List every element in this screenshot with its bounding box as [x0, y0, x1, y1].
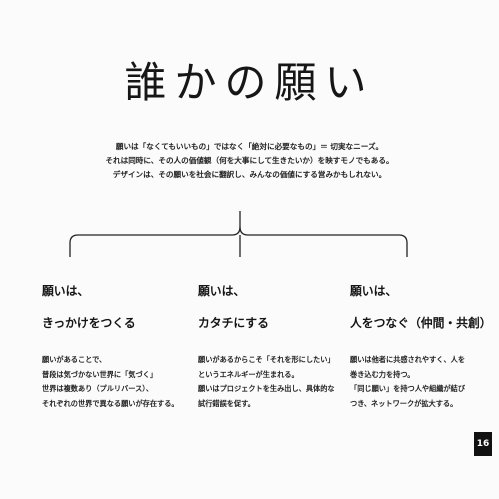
column-body-line: 世界は複数あり（プルリバース）、: [42, 384, 154, 393]
column-body-line: それぞれの世界で異なる願いが存在する。: [42, 398, 179, 408]
column-trigger: 願いは、 きっかけをつくる 願いがあることで、 普段は気づかない世界に「気づく」…: [42, 275, 192, 408]
page-title: 誰かの願い: [124, 58, 375, 107]
intro-text: 願いは「なくてもいいもの」ではなく「絶対に必要なもの」＝ 切実なニーズ。 それは…: [0, 140, 499, 182]
column-body-line: 願いがあることで、: [42, 355, 107, 364]
column-connect: 願いは、 人をつなぐ（仲間・共創） 願いは他者に共感されやすく、人を 巻き込む力…: [350, 275, 499, 408]
column-body: 願いがあるからこそ「それを形にしたい」 というエネルギーが生まれる。 願いはプロ…: [198, 353, 335, 411]
column-body-line: 試行錯誤を促す。: [198, 398, 255, 408]
column-heading: カタチにする: [198, 316, 269, 330]
column-body-line: つき、ネットワークが拡大する。: [350, 398, 458, 408]
column-body-line: というエネルギーが生まれる。: [198, 369, 299, 379]
column-heading: 願いは、: [42, 284, 90, 298]
intro-line: 願いは「なくてもいいもの」ではなく「絶対に必要なもの」＝ 切実なニーズ。: [115, 142, 384, 151]
column-shape: 願いは、 カタチにする 願いがあるからこそ「それを形にしたい」 というエネルギー…: [198, 275, 348, 408]
column-heading: 願いは、: [350, 284, 398, 298]
column-body: 願いは他者に共感されやすく、人を 巻き込む力を持つ。 「同じ願い」を持つ人や組織…: [350, 353, 465, 411]
column-heading: きっかけをつくる: [42, 316, 136, 330]
column-body: 願いがあることで、 普段は気づかない世界に「気づく」 世界は複数あり（プルリバー…: [42, 353, 179, 411]
column-heading: 人をつなぐ（仲間・共創）: [350, 316, 492, 330]
intro-line: それは同時に、その人の価値観（何を大事にして生きたいか）を映すモノでもある。: [105, 156, 394, 165]
column-body-line: 巻き込む力を持つ。: [350, 369, 415, 379]
column-body-line: 願いは他者に共感されやすく、人を: [350, 355, 466, 364]
intro-line: デザインは、その願いを社会に翻訳し、みんなの価値にする営みかもしれない。: [112, 170, 387, 179]
column-body-line: 「同じ願い」を持つ人や組織が結び: [350, 384, 466, 393]
branch-brace: [69, 211, 408, 257]
column-body-line: 願いはプロジェクトを生み出し、具体的な: [198, 384, 335, 393]
column-heading: 願いは、: [198, 284, 246, 298]
column-body-line: 普段は気づかない世界に「気づく」: [42, 369, 158, 379]
page-number: 16: [474, 432, 492, 456]
column-body-line: 願いがあるからこそ「それを形にしたい」: [198, 355, 335, 364]
